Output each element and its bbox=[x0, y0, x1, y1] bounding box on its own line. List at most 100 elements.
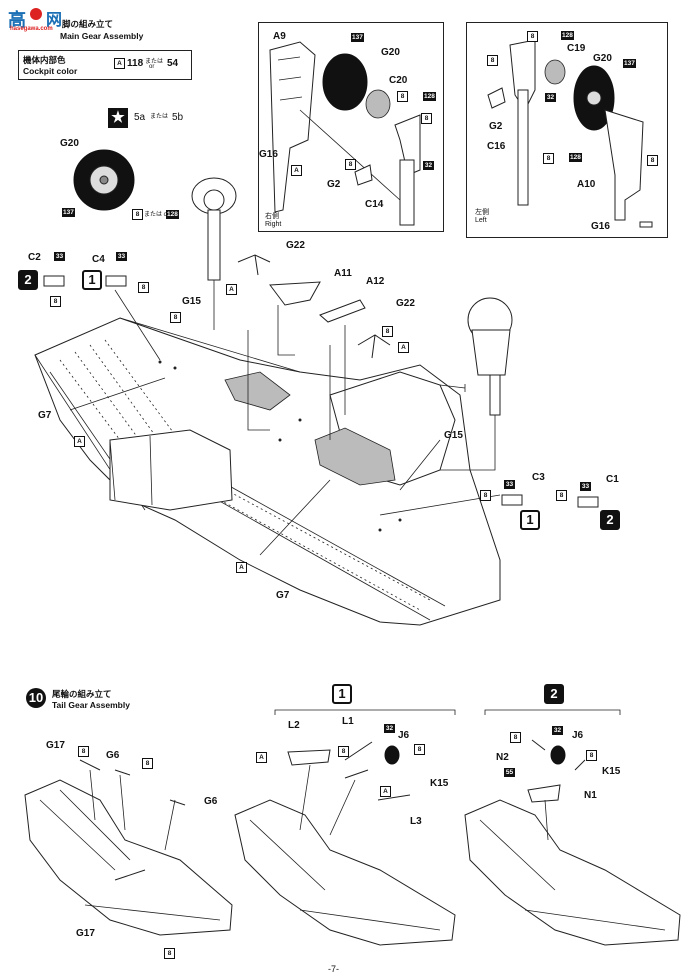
lbl-g15-a: G15 bbox=[182, 296, 201, 307]
il-sq8d: 8 bbox=[647, 155, 658, 166]
door-a12-drawing bbox=[319, 299, 366, 323]
il-badge-32: 32 bbox=[545, 93, 556, 102]
ir-sq8c: 8 bbox=[345, 159, 356, 170]
color-code-sq: A bbox=[114, 58, 125, 69]
step10-title-jp: 尾輪の組み立て bbox=[52, 690, 112, 700]
ir-caption-en: Right bbox=[265, 221, 282, 228]
option-2-header: 2 bbox=[544, 684, 564, 704]
lbl-g17-a: G17 bbox=[46, 740, 65, 751]
lbl-c2: C2 bbox=[28, 252, 41, 263]
step9-title-jp: 脚の組み立て bbox=[62, 20, 114, 30]
option-2-icon-b: 2 bbox=[600, 510, 620, 530]
star-a: 5a bbox=[134, 112, 146, 123]
lbl-c1-badge: 33 bbox=[580, 482, 591, 491]
il-badge-137: 137 bbox=[623, 59, 636, 68]
lbl-c4-sq: 8 bbox=[138, 282, 149, 293]
step9-title-en: Main Gear Assembly bbox=[60, 31, 144, 41]
ir-badge-128: 128 bbox=[423, 92, 436, 101]
lbl-g22-a: G22 bbox=[286, 240, 305, 251]
lbl-g15-b: G15 bbox=[444, 430, 463, 441]
lbl-j6-b: J6 bbox=[572, 730, 584, 741]
ir-sqA: A bbox=[291, 165, 302, 176]
ir-badge-32: 32 bbox=[423, 161, 434, 170]
star-or: または bbox=[150, 114, 169, 120]
tail3-sq8b: 8 bbox=[586, 750, 597, 761]
strut-g22-right-drawing bbox=[357, 334, 391, 359]
lbl-g7-b: G7 bbox=[276, 590, 290, 601]
part-c4-drawing bbox=[105, 275, 127, 287]
ir-g20: G20 bbox=[381, 47, 400, 58]
lbl-a12: A12 bbox=[366, 276, 385, 287]
door-a11-drawing bbox=[269, 281, 321, 306]
logo-glyph: 高 bbox=[8, 10, 26, 30]
lbl-n1: N1 bbox=[584, 790, 597, 801]
inset-right: A9 137 G20 C20 8 128 8 G16 A 8 32 G2 C14… bbox=[258, 22, 444, 232]
il-c19: C19 bbox=[567, 43, 586, 54]
color-paint: 118 bbox=[127, 58, 144, 69]
tail-view-1-drawing bbox=[24, 759, 233, 936]
right-gear-leg-drawing bbox=[440, 297, 513, 471]
inset-left: 8 128 C19 8 G20 137 32 G2 C16 8 128 8 A1… bbox=[466, 22, 668, 238]
cockpit-color-jp: 機体内部色 bbox=[23, 56, 66, 66]
lbl-wing-sqA: A bbox=[236, 562, 247, 573]
page-number: -7- bbox=[328, 964, 339, 974]
color-alt: 54 bbox=[167, 58, 179, 69]
il-badge-128: 128 bbox=[561, 31, 574, 40]
il-sq8: 8 bbox=[527, 31, 538, 42]
part-c2-drawing bbox=[43, 275, 65, 287]
lbl-c1: C1 bbox=[606, 474, 619, 485]
lbl-g7-a: G7 bbox=[38, 410, 52, 421]
tail1-sq8a: 8 bbox=[78, 746, 89, 757]
lbl-g22-sqA: A bbox=[226, 284, 237, 295]
logo-dot bbox=[30, 8, 42, 20]
il-g2: G2 bbox=[489, 121, 503, 132]
il-g20: G20 bbox=[593, 53, 612, 64]
il-sq8b: 8 bbox=[487, 55, 498, 66]
inset-left-drawing bbox=[487, 39, 653, 228]
lbl-g17-b: G17 bbox=[76, 928, 95, 939]
lbl-c2-badge: 33 bbox=[54, 252, 65, 261]
lbl-g22b-sqA: A bbox=[398, 342, 409, 353]
wheel-g20-badge: 137 bbox=[62, 208, 75, 217]
tail2-sq8b: 8 bbox=[414, 744, 425, 755]
wheel-g20-label: G20 bbox=[60, 138, 79, 149]
tail1-sq8b: 8 bbox=[142, 758, 153, 769]
lbl-g6-a: G6 bbox=[106, 750, 120, 761]
lbl-c3-badge: 33 bbox=[504, 480, 515, 489]
lbl-g22-b: G22 bbox=[396, 298, 415, 309]
lbl-k15-b: K15 bbox=[602, 766, 621, 777]
inset-right-drawing bbox=[269, 41, 421, 226]
lbl-c4: C4 bbox=[92, 254, 105, 265]
lbl-l2: L2 bbox=[288, 720, 300, 731]
tail3-badge-32: 32 bbox=[552, 726, 563, 735]
tail2-badge-32: 32 bbox=[384, 724, 395, 733]
ir-sq8b: 8 bbox=[421, 113, 432, 124]
lbl-g6-b: G6 bbox=[204, 796, 218, 807]
ir-sq8: 8 bbox=[397, 91, 408, 102]
strut-g22-left-drawing bbox=[237, 254, 271, 276]
il-caption-jp: 左側 bbox=[475, 209, 489, 216]
ir-caption-jp: 右側 bbox=[265, 213, 279, 220]
color-or-en: or bbox=[149, 64, 155, 70]
lbl-l3: L3 bbox=[410, 816, 422, 827]
ir-badge-137: 137 bbox=[351, 33, 364, 42]
lbl-c4-badge: 33 bbox=[116, 252, 127, 261]
il-caption-en: Left bbox=[475, 217, 487, 224]
ir-a9: A9 bbox=[273, 31, 286, 42]
tail2-sqA: A bbox=[256, 752, 267, 763]
il-sq8c: 8 bbox=[543, 153, 554, 164]
cockpit-color-box: 機体内部色 Cockpit color A 118 または or 54 bbox=[18, 50, 192, 80]
logo-site: hasegawa.com bbox=[10, 26, 53, 32]
lbl-j6-a: J6 bbox=[398, 730, 410, 741]
wheel-g20-sq: 8 bbox=[132, 209, 143, 220]
lbl-g7a-sqA: A bbox=[74, 436, 85, 447]
option-2-icon-a: 2 bbox=[18, 270, 38, 290]
lbl-l1: L1 bbox=[342, 716, 354, 727]
lbl-c1-sq: 8 bbox=[556, 490, 567, 501]
part-c3-drawing bbox=[501, 494, 523, 506]
left-gear-leg-drawing bbox=[191, 177, 237, 330]
ir-c14: C14 bbox=[365, 199, 384, 210]
star-b: 5b bbox=[172, 112, 184, 123]
